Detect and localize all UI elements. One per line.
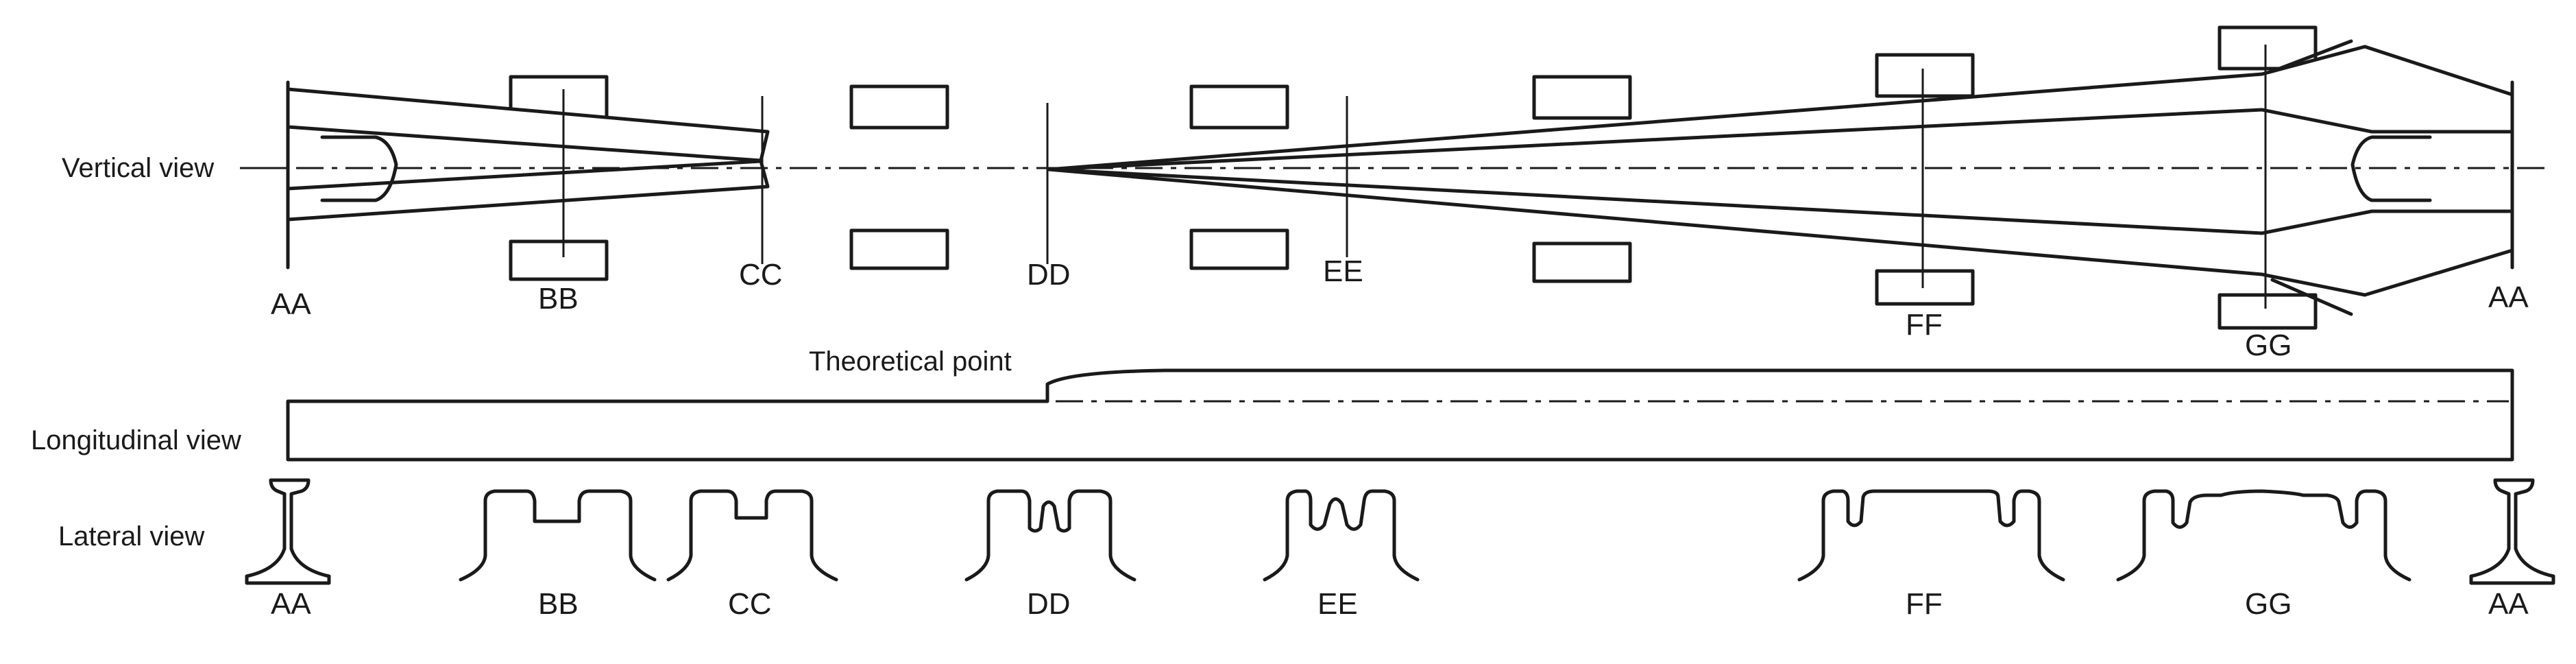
sleeper-bottom (849, 228, 949, 270)
vertical-view-label: Vertical view (62, 153, 214, 183)
longitudinal-view-label: Longitudinal view (31, 425, 241, 455)
section-label-ff: FF (1906, 308, 1943, 342)
section-profile-cc (666, 489, 838, 582)
vertical-view: Vertical view AA BB CC DD EE FF GG AA (62, 25, 2550, 362)
section-profile-aa-left (245, 478, 331, 585)
section-profile-gg (2116, 489, 2411, 582)
sleeper-bottom (2217, 293, 2318, 330)
section-profile-bb (459, 489, 657, 582)
end-rail-left (286, 80, 398, 270)
section-lines (562, 45, 2267, 309)
theoretical-point-label: Theoretical point (809, 346, 1012, 377)
section-label-aa-right: AA (2488, 281, 2529, 314)
section-label-cc: CC (739, 258, 783, 292)
wing-rail-lower (286, 159, 770, 222)
section-label-aa-left: AA (271, 587, 311, 621)
section-label-aa-left: AA (271, 287, 311, 321)
section-label-dd: DD (1027, 587, 1071, 621)
lateral-view: Lateral view AA BB CC DD EE FF GG AA (58, 478, 2555, 621)
splice-line-lower (2270, 278, 2353, 316)
sleepers-bottom (509, 228, 2318, 330)
sleeper-bottom (509, 239, 609, 281)
sleeper-top (1875, 53, 1975, 98)
sleeper-bottom (1532, 241, 1632, 283)
section-label-ff: FF (1906, 587, 1943, 621)
section-profile-ee (1263, 489, 1420, 582)
sleeper-bottom (1189, 228, 1289, 270)
section-label-dd: DD (1027, 258, 1071, 292)
section-profile-dd (964, 489, 1137, 582)
section-label-ee: EE (1317, 587, 1358, 621)
section-label-ee: EE (1323, 254, 1363, 288)
section-profile-aa-right (2469, 478, 2555, 585)
section-label-cc: CC (728, 587, 772, 621)
longitudinal-view: Theoretical point Longitudinal view (31, 346, 2514, 462)
sleeper-bottom (1875, 269, 1975, 306)
splice-line-upper (2270, 39, 2353, 73)
sleeper-top (1532, 75, 1632, 120)
sleeper-top (1189, 84, 1289, 130)
sleeper-top (849, 84, 949, 130)
section-label-gg: GG (2245, 587, 2292, 621)
rail-profile-longitudinal (286, 368, 2514, 462)
section-profile-ff (1797, 489, 2065, 582)
section-label-aa-right: AA (2488, 587, 2529, 621)
section-label-gg: GG (2245, 329, 2292, 362)
section-label-bb: BB (538, 282, 579, 316)
end-rail-right (2350, 80, 2514, 270)
section-label-bb: BB (538, 587, 579, 621)
lateral-view-label: Lateral view (58, 521, 205, 552)
